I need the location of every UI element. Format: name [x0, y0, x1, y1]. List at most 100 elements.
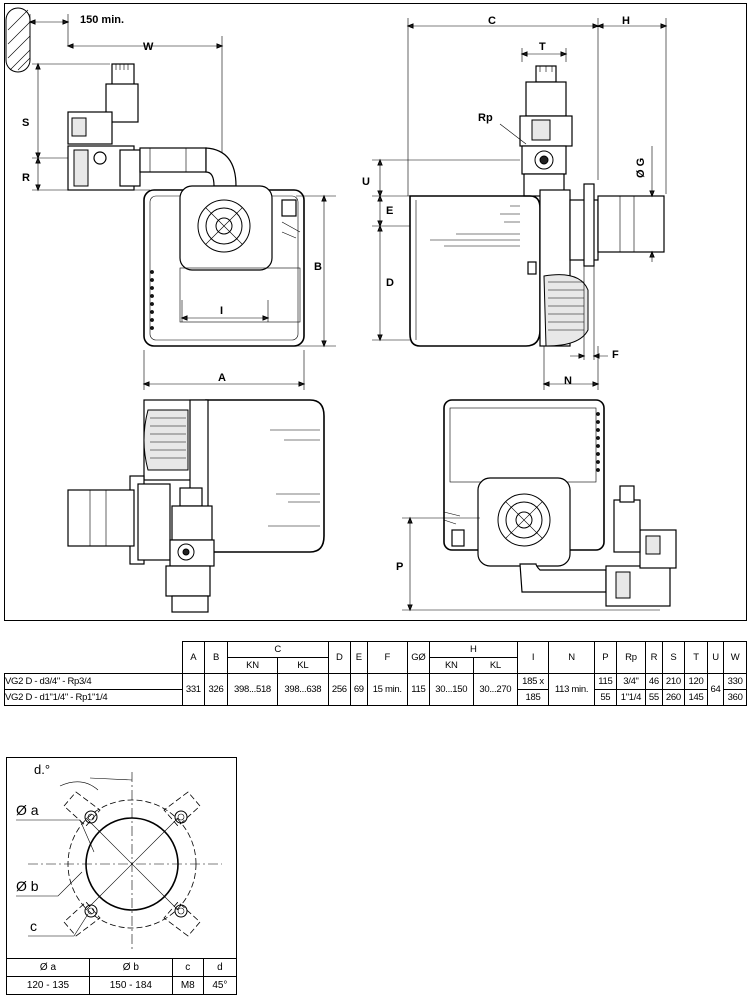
hub-label-c: c: [30, 918, 37, 934]
side-view: C H T Rp U E D: [362, 15, 668, 390]
model-name: VG2 D - d1"1/4" - Rp1"1/4: [4, 689, 183, 706]
hub-val-d: 45°: [202, 976, 238, 995]
cell-I: 185 x: [516, 673, 550, 690]
wall-hatch: [5, 7, 31, 73]
hub-col-phi-a: Ø a: [6, 958, 90, 977]
col-E: E: [350, 641, 368, 674]
dim-label-S: S: [22, 117, 29, 129]
hub-col-c: c: [171, 958, 204, 977]
col-T: T: [684, 641, 708, 674]
cell-T: 145: [684, 689, 708, 706]
col-U: U: [706, 641, 725, 674]
cell-F: 15 min.: [366, 673, 408, 706]
hub-label-phi-a: Ø a: [16, 802, 39, 818]
dim-label-150min: 150 min.: [80, 14, 124, 26]
dimension-table: A B C D E F GØ H I N P Rp R S T U W KN K…: [4, 641, 747, 706]
col-C: C: [226, 641, 329, 658]
dim-label-E: E: [386, 205, 393, 217]
hub-val-phi-a: 120 - 135: [6, 976, 90, 995]
hub-dimension-table: Ø a Ø b c d 120 - 135 150 - 184 M8 45°: [6, 958, 238, 995]
cell-Rp: 1"1/4: [615, 689, 647, 706]
model-name: VG2 D - d3/4" - Rp3/4: [4, 673, 183, 690]
cell-B: 326: [204, 673, 228, 706]
col-G: GØ: [406, 641, 430, 674]
gas-valve-train: [67, 63, 237, 191]
dim-label-G: Ø G: [635, 158, 647, 178]
hub-val-c: M8: [171, 976, 204, 995]
table-row: VG2 D - d3/4" - Rp3/4 331 326 398...518 …: [4, 673, 747, 706]
gas-valve-side: [519, 65, 573, 197]
hub-label-d-angle: d.°: [34, 762, 50, 777]
hub-label-phi-b: Ø b: [16, 878, 39, 894]
dim-label-C: C: [488, 15, 496, 27]
top-view: 150 min. W S R: [5, 7, 336, 390]
col-N: N: [548, 641, 595, 674]
dimension-table-header: A B C D E F GØ H I N P Rp R S T U W: [4, 641, 747, 674]
col-R: R: [645, 641, 663, 674]
table-row: 120 - 135 150 - 184 M8 45°: [6, 976, 238, 995]
dim-label-Rp: Rp: [478, 112, 493, 124]
dim-label-B: B: [314, 261, 322, 273]
col-P: P: [593, 641, 617, 674]
cell-A: 331: [181, 673, 206, 706]
col-B: B: [204, 641, 228, 674]
table-row: VG2 D - d1"1/4" - Rp1"1/4 185 55 1"1/4 5…: [4, 689, 747, 706]
hub-col-phi-b: Ø b: [88, 958, 173, 977]
col-H-KN: KN: [428, 657, 474, 674]
dim-label-R: R: [22, 172, 30, 184]
col-F: F: [366, 641, 408, 674]
hub-detail: d.° Ø a Ø b c: [6, 757, 237, 959]
cell-H-KL: 30...270: [472, 673, 518, 706]
cell-H-KN: 30...150: [428, 673, 474, 706]
dim-label-A: A: [218, 372, 226, 384]
burner-body-side: [409, 183, 665, 347]
cell-W: 330: [723, 673, 747, 690]
col-Rp: Rp: [615, 641, 647, 674]
cell-N: 113 min.: [548, 673, 595, 706]
vent-slots-left: [150, 270, 154, 330]
cell-E: 69: [350, 673, 368, 706]
col-H: H: [428, 641, 518, 658]
flange-slots: [63, 791, 201, 937]
hub-val-phi-b: 150 - 184: [88, 976, 173, 995]
dim-label-F: F: [612, 349, 619, 361]
cell-G: 115: [406, 673, 430, 706]
cell-I: 185: [516, 689, 550, 706]
cell-W: 360: [723, 689, 747, 706]
drawing-frame: [4, 3, 747, 621]
col-C-KN: KN: [226, 657, 279, 674]
cell-S: 210: [661, 673, 686, 690]
cell-D: 256: [327, 673, 352, 706]
cell-P: 55: [593, 689, 617, 706]
cell-C-KL: 398...638: [277, 673, 329, 706]
cell-C-KN: 398...518: [226, 673, 279, 706]
front-view: P: [396, 399, 677, 612]
col-H-KL: KL: [472, 657, 518, 674]
col-D: D: [327, 641, 352, 674]
dim-label-T: T: [539, 41, 546, 53]
dim-label-U: U: [362, 176, 370, 188]
cell-Rp: 3/4": [615, 673, 647, 690]
cell-R: 46: [645, 673, 663, 690]
cell-U: 64: [706, 673, 725, 706]
col-S: S: [661, 641, 686, 674]
burner-body-top: [143, 185, 305, 347]
cell-P: 115: [593, 673, 617, 690]
col-W: W: [723, 641, 747, 674]
hub-col-d: d: [202, 958, 238, 977]
cell-S: 260: [661, 689, 686, 706]
dim-label-N: N: [564, 375, 572, 387]
col-I: I: [516, 641, 550, 674]
dimension-table-subheader: KN KL KN KL: [5, 657, 747, 674]
dim-label-I: I: [220, 305, 223, 317]
table-row: Ø a Ø b c d: [6, 958, 238, 977]
col-C-KL: KL: [277, 657, 329, 674]
dim-label-H: H: [622, 15, 630, 27]
blank-cell: [4, 641, 183, 674]
dim-label-W: W: [143, 41, 154, 53]
dim-label-P: P: [396, 561, 403, 573]
bottom-left-view: [67, 399, 325, 613]
cell-R: 55: [645, 689, 663, 706]
cell-T: 120: [684, 673, 708, 690]
